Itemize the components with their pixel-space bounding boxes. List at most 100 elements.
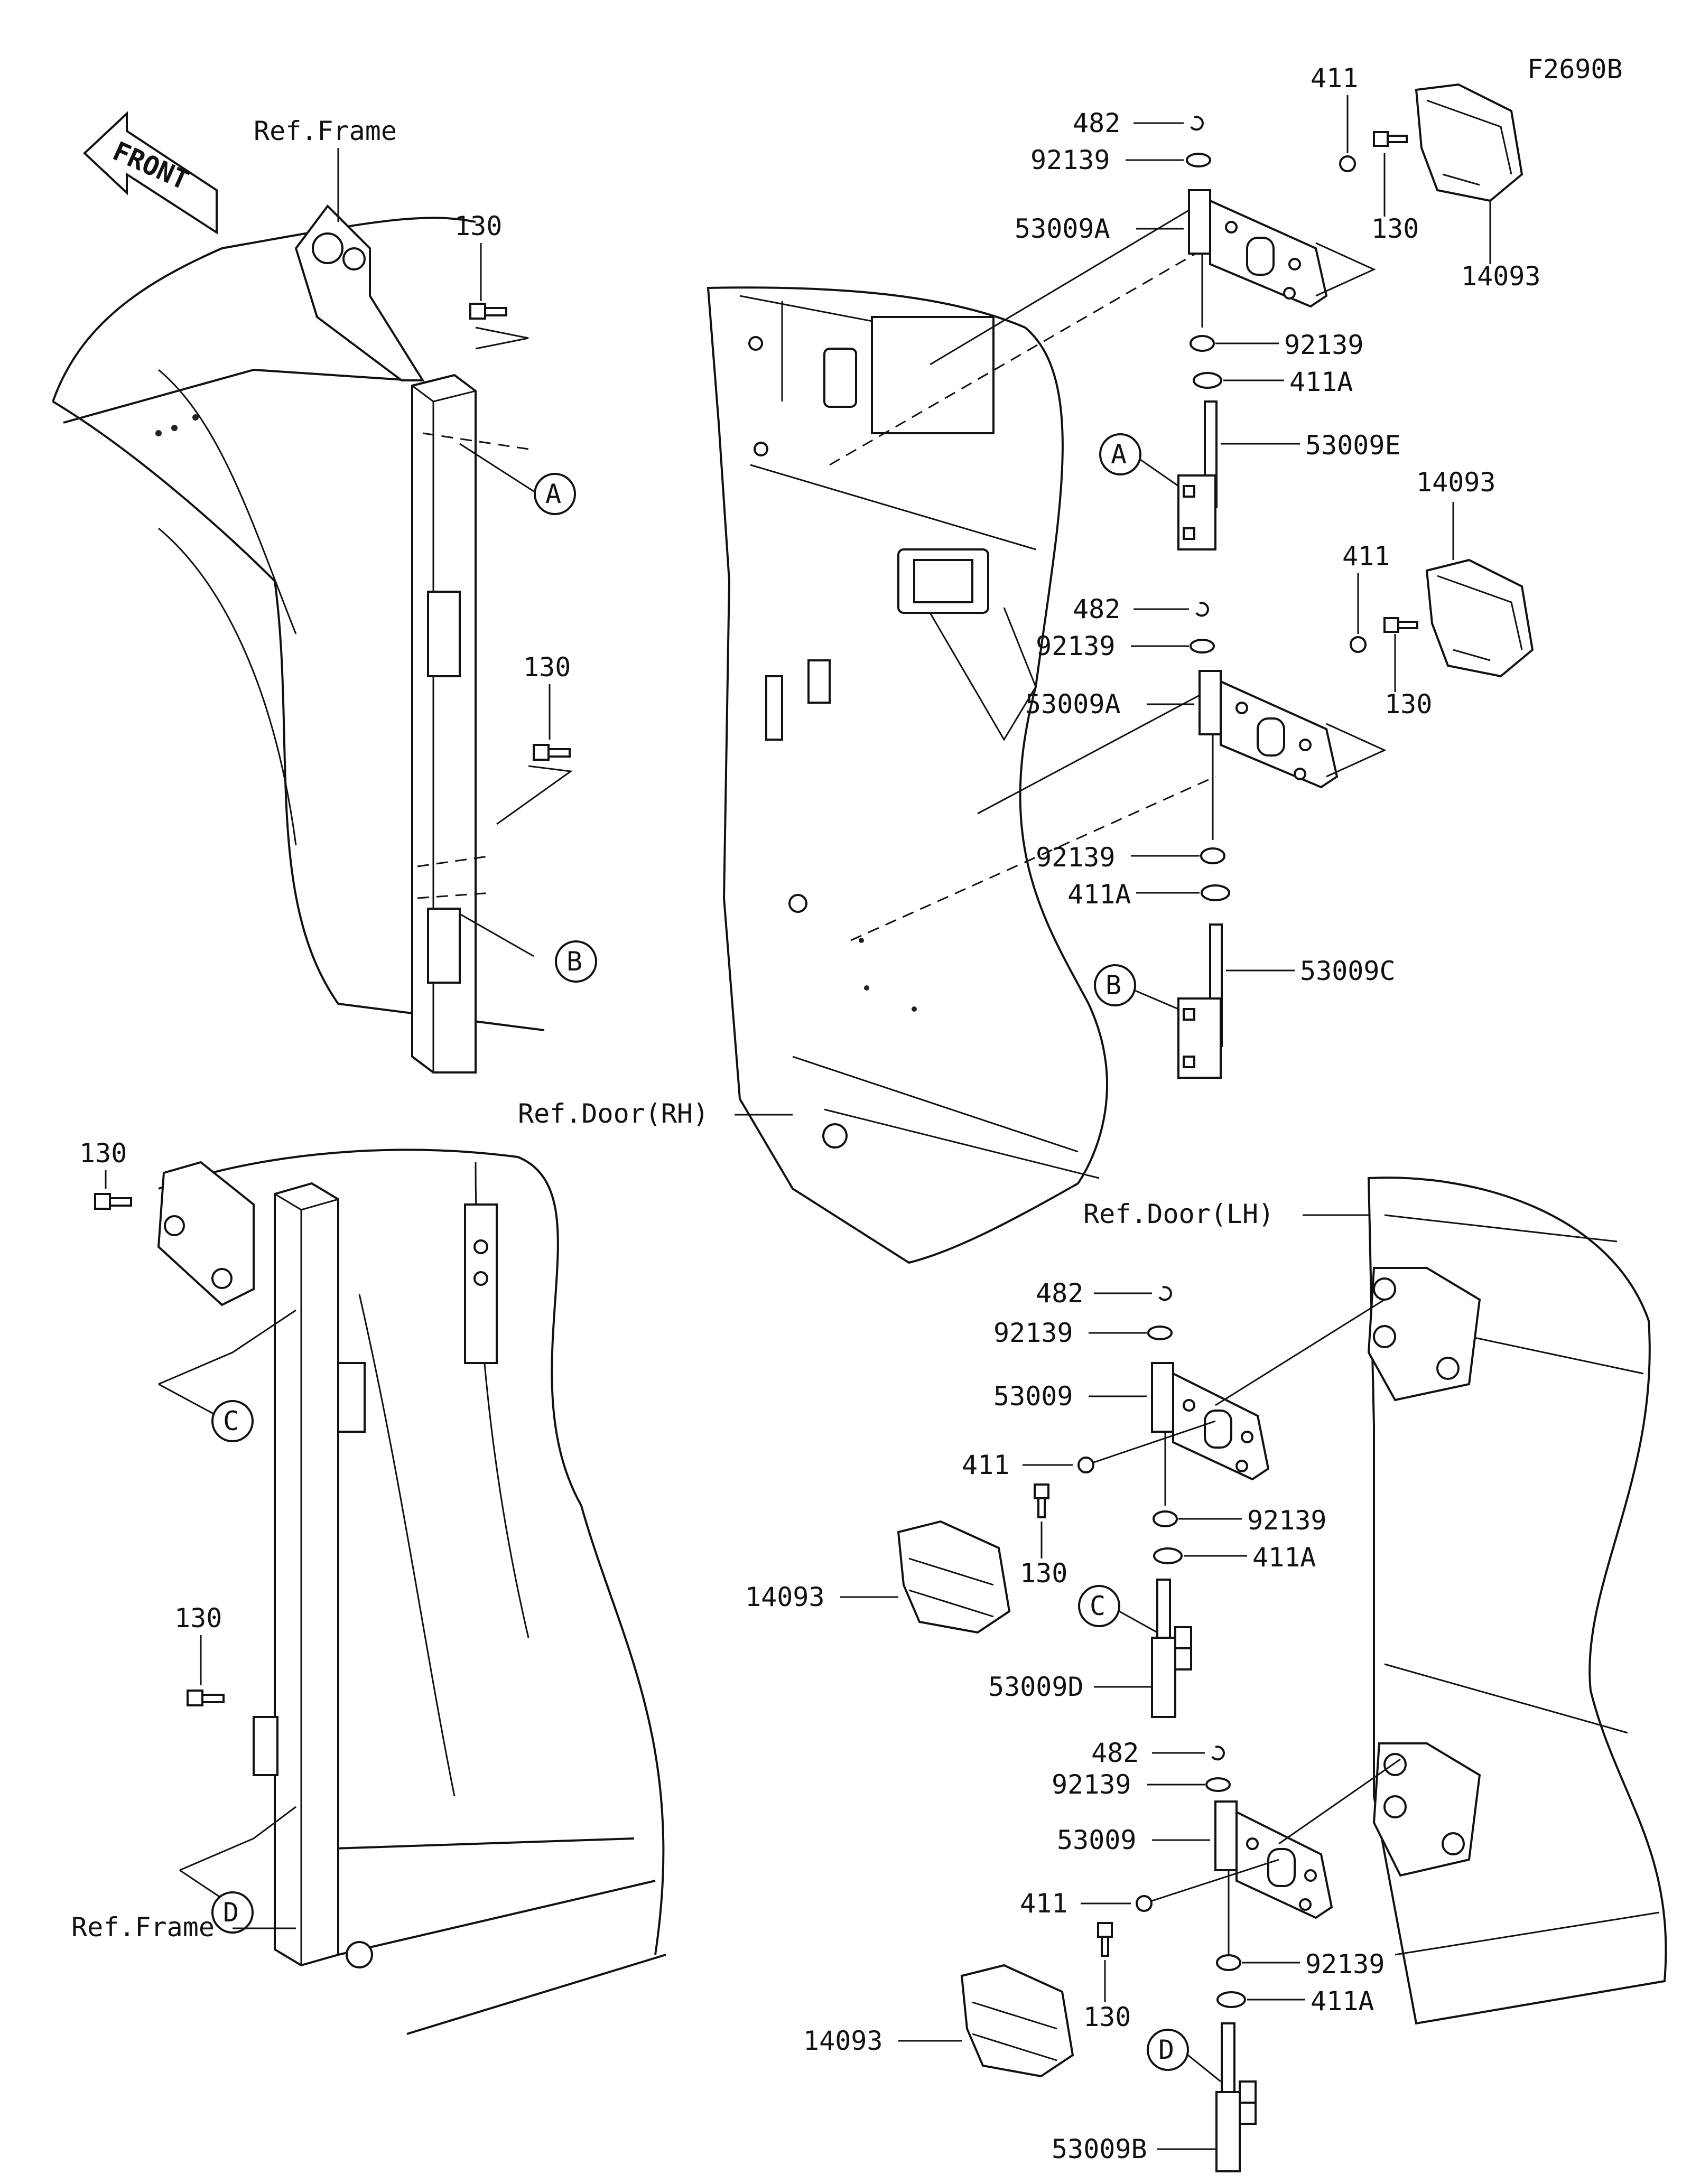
part-130-4: 130 <box>1083 2002 1131 2032</box>
hinge-cover-icon <box>1425 558 1534 678</box>
bolt-icon <box>1097 1922 1113 1957</box>
hinge-icon <box>1177 923 1223 1079</box>
circlip-icon <box>1211 1746 1225 1761</box>
hinge-icon <box>1177 400 1218 550</box>
callout-b-frame: B <box>555 940 597 983</box>
part-53009C: 53009C <box>1300 956 1396 986</box>
svg-text:A: A <box>545 479 561 509</box>
washer-icon <box>1205 1777 1231 1792</box>
part-14093-2: 14093 <box>1416 467 1496 498</box>
part-411A-3: 411A <box>1252 1542 1316 1573</box>
part-92139-7: 92139 <box>1052 1769 1131 1800</box>
bolt-icon <box>1383 617 1418 633</box>
part-411A-4: 411A <box>1311 1986 1374 2017</box>
svg-text:B: B <box>566 946 582 977</box>
washer-icon <box>1153 1510 1178 1527</box>
ref-frame-top-label: Ref.Frame <box>254 116 397 146</box>
hinge-icon <box>1215 2022 1257 2172</box>
washer-icon <box>1077 1457 1094 1473</box>
part-53009-2: 53009 <box>1057 1825 1137 1855</box>
part-411-4: 411 <box>1020 1888 1067 1919</box>
ref-door-lh-label: Ref.Door(LH) <box>1083 1199 1274 1229</box>
frame-bolt-130-4: 130 <box>174 1603 222 1634</box>
part-411A-1: 411A <box>1289 367 1353 397</box>
part-130-3: 130 <box>1020 1558 1067 1589</box>
part-53009E: 53009E <box>1305 430 1401 461</box>
part-14093-1: 14093 <box>1461 261 1541 292</box>
ref-door-rh-label: Ref.Door(RH) <box>518 1098 709 1129</box>
washer-icon <box>1350 636 1367 653</box>
part-53009A-1: 53009A <box>1015 213 1110 244</box>
callout-d-frame: D <box>211 1891 254 1934</box>
door-lh <box>1367 1177 1667 2025</box>
part-53009B: 53009B <box>1052 2134 1147 2164</box>
part-482-2: 482 <box>1073 594 1120 624</box>
hinge-icon <box>1188 189 1328 308</box>
frame-bolt-130-1: 130 <box>454 211 502 241</box>
washer-icon <box>1216 1991 1246 2008</box>
bolt-icon <box>1373 131 1408 147</box>
circlip-icon <box>1190 116 1204 131</box>
bolt-icon <box>533 744 571 761</box>
part-92139-6: 92139 <box>1247 1505 1327 1536</box>
part-53009A-2: 53009A <box>1025 689 1121 720</box>
callout-a-frame: A <box>534 473 576 515</box>
svg-text:B: B <box>1105 970 1121 1001</box>
part-14093-3: 14093 <box>745 1582 825 1612</box>
frame-bolt-130-3: 130 <box>79 1138 127 1169</box>
frame-top-view <box>52 204 573 1074</box>
washer-icon <box>1190 639 1215 654</box>
part-411A-2: 411A <box>1067 879 1131 910</box>
callout-c-hinge: C <box>1078 1585 1120 1627</box>
part-482-1: 482 <box>1073 108 1120 138</box>
bolt-icon <box>469 303 507 320</box>
hinge-icon <box>1151 1579 1192 1718</box>
part-482-4: 482 <box>1091 1738 1139 1768</box>
callout-b-hinge: B <box>1094 964 1136 1006</box>
circlip-icon <box>1158 1286 1172 1301</box>
part-53009D: 53009D <box>988 1672 1084 1702</box>
ref-frame-bottom-label: Ref.Frame <box>71 1912 215 1943</box>
part-14093-4: 14093 <box>803 2026 883 2056</box>
part-92139-4: 92139 <box>1036 842 1116 873</box>
callout-c-frame: C <box>211 1400 254 1442</box>
front-arrow-icon: FRONT <box>83 111 218 235</box>
part-53009-1: 53009 <box>993 1381 1073 1412</box>
svg-text:D: D <box>1158 2034 1174 2065</box>
washer-icon <box>1136 1895 1153 1912</box>
hinge-icon <box>1151 1362 1270 1481</box>
washer-icon <box>1216 1954 1241 1971</box>
svg-text:D: D <box>223 1897 239 1928</box>
part-92139-3: 92139 <box>1036 631 1116 661</box>
door-rh <box>707 200 1216 1264</box>
washer-icon <box>1201 884 1230 901</box>
part-92139-2: 92139 <box>1284 330 1364 360</box>
washer-icon <box>1186 153 1211 167</box>
washer-icon <box>1200 847 1225 864</box>
frame-bottom-view <box>157 1149 666 2035</box>
part-92139-1: 92139 <box>1030 145 1110 175</box>
hinge-icon <box>1198 670 1339 789</box>
svg-text:C: C <box>223 1406 239 1436</box>
washer-icon <box>1339 155 1356 172</box>
part-482-3: 482 <box>1036 1278 1083 1309</box>
circlip-icon <box>1195 602 1209 617</box>
washer-icon <box>1190 335 1215 352</box>
washer-icon <box>1153 1547 1183 1564</box>
frame-bolt-130-2: 130 <box>523 652 571 683</box>
part-411-1: 411 <box>1311 63 1358 94</box>
washer-icon <box>1147 1326 1173 1340</box>
part-411-3: 411 <box>962 1450 1009 1480</box>
diagram-code: F2690B <box>1527 54 1623 85</box>
callout-a-hinge: A <box>1099 433 1141 475</box>
bolt-icon <box>1034 1483 1049 1518</box>
hinge-cover-icon <box>960 1964 1074 2078</box>
part-92139-8: 92139 <box>1305 1949 1385 1980</box>
callout-d-hinge: D <box>1147 2029 1189 2071</box>
part-130-2: 130 <box>1385 689 1432 720</box>
part-411-2: 411 <box>1342 541 1390 572</box>
hinge-icon <box>1214 1800 1333 1919</box>
hinge-cover-icon <box>897 1520 1011 1634</box>
part-92139-5: 92139 <box>993 1318 1073 1348</box>
